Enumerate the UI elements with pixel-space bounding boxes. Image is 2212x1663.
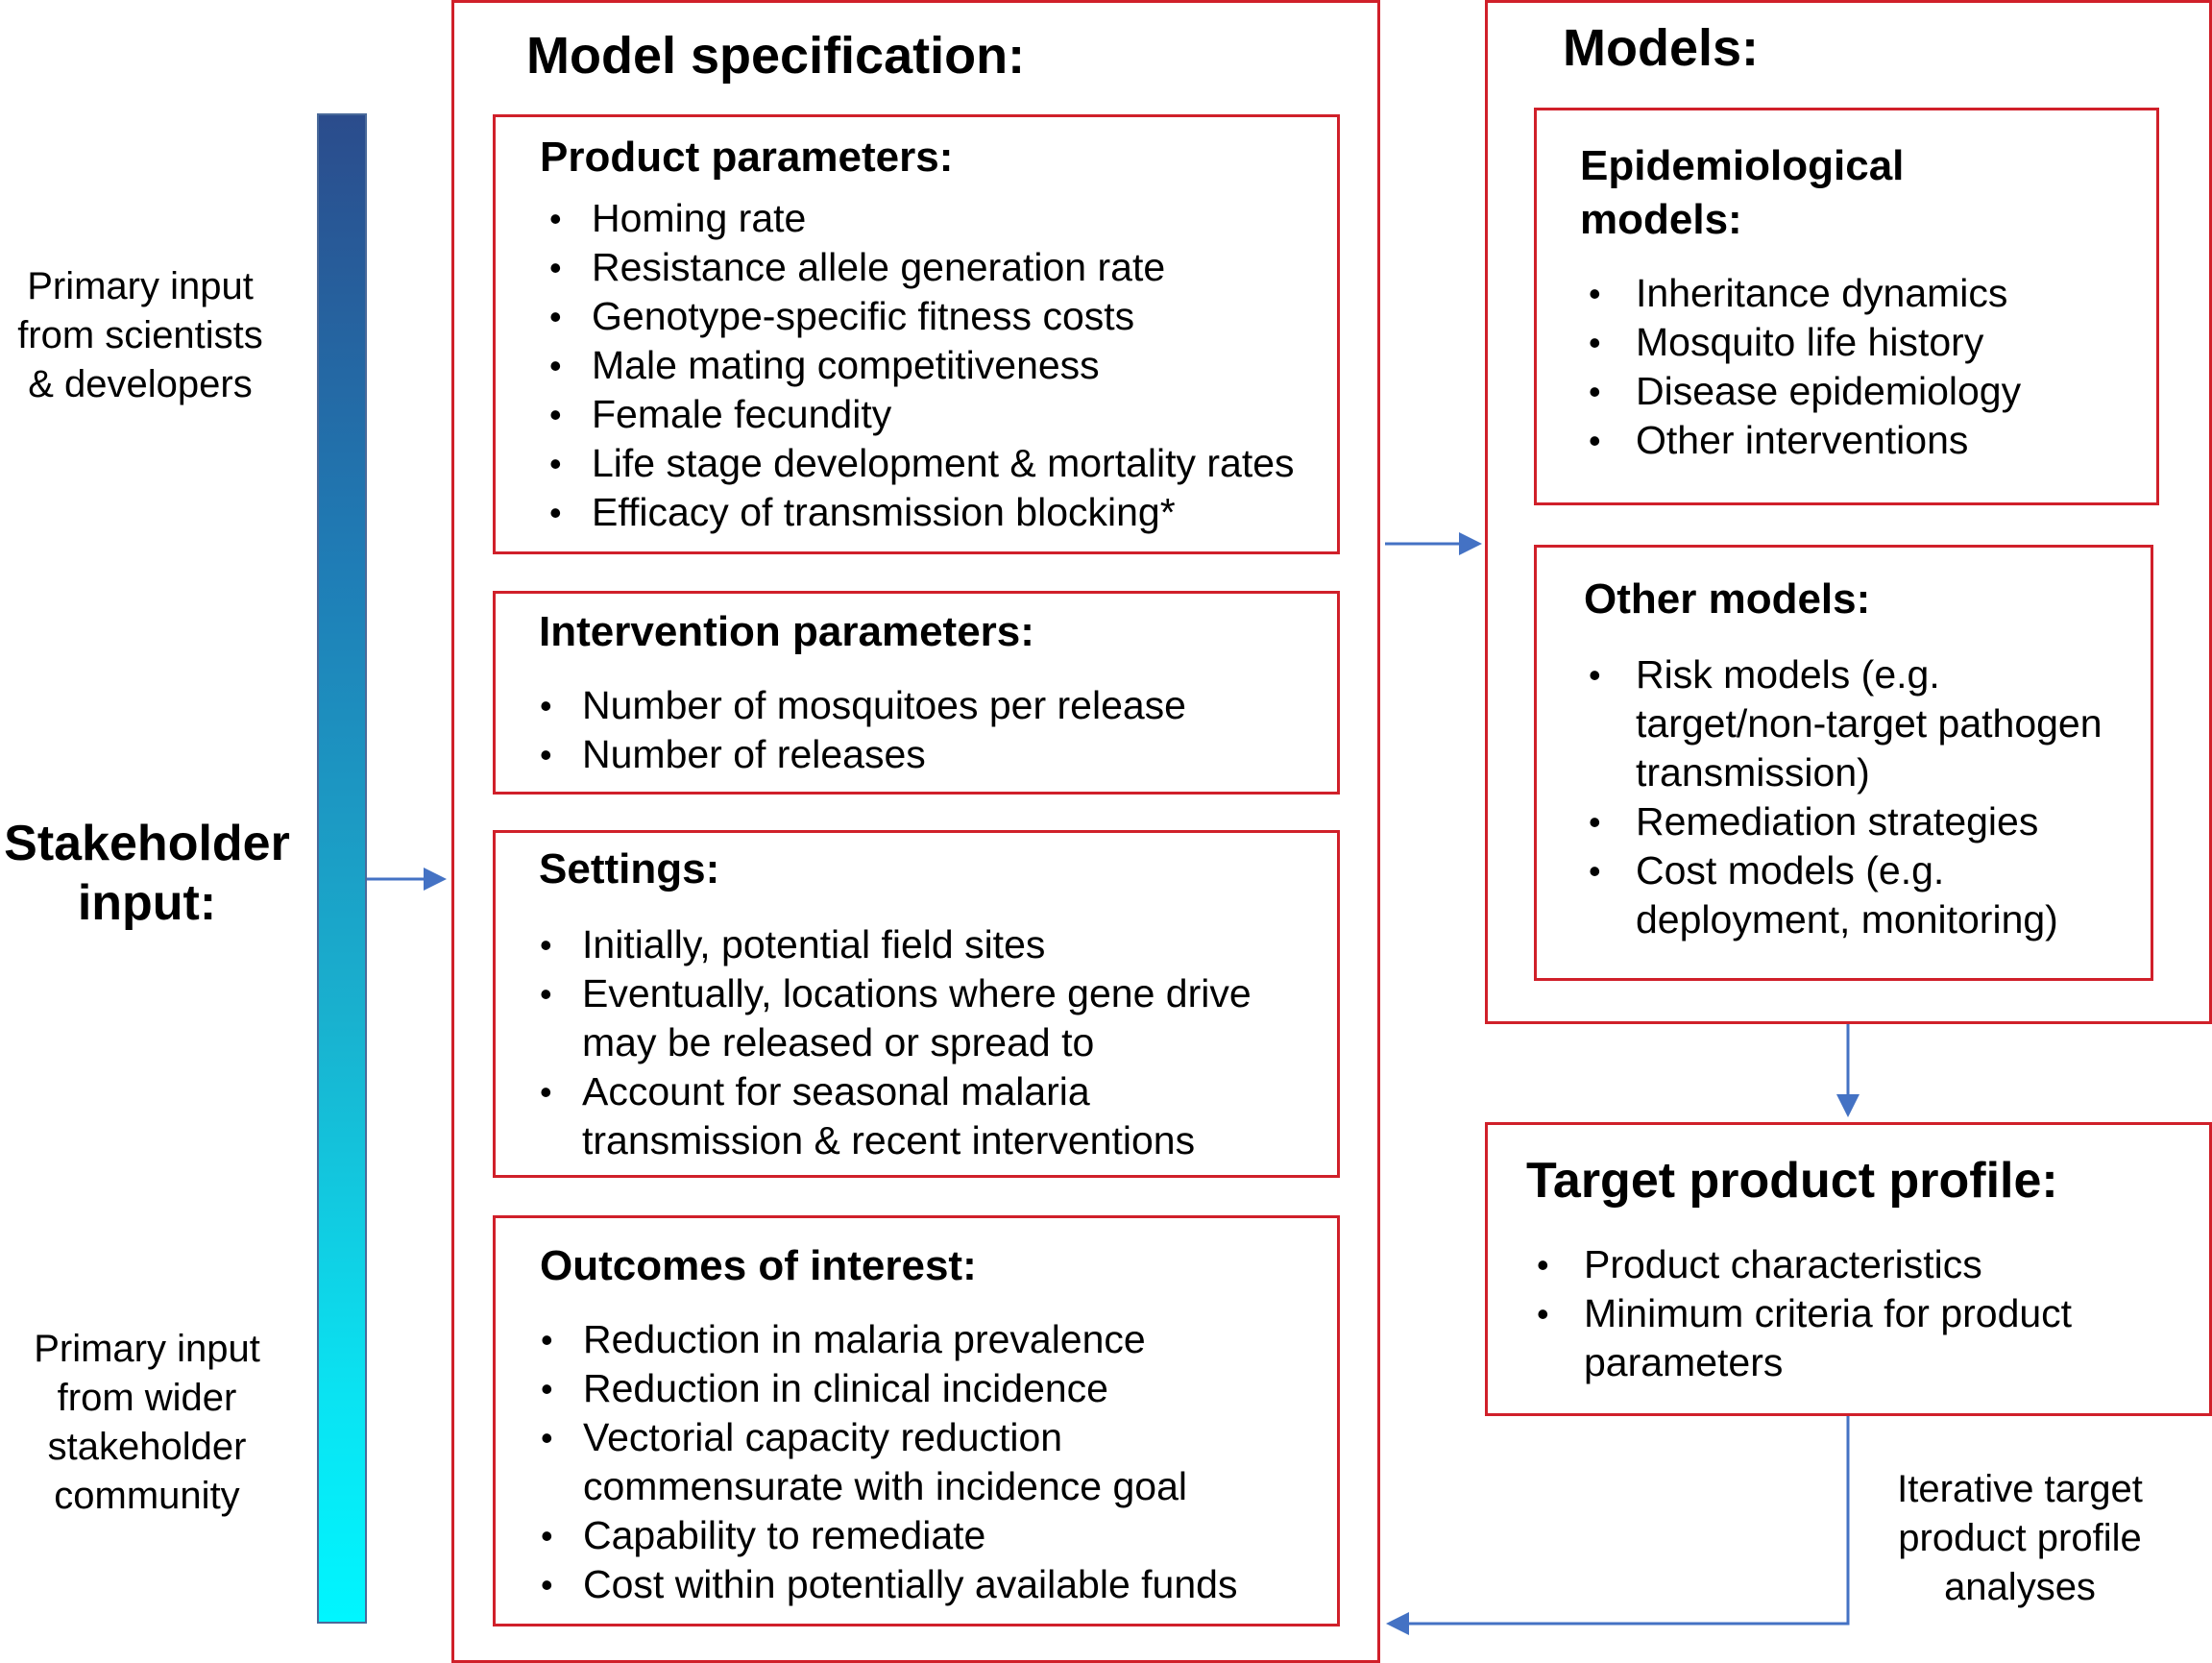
- stakeholder-title-line: input:: [77, 875, 217, 931]
- list-item: Capability to remediate: [487, 1511, 1237, 1560]
- list-item: Initially, potential field sites: [486, 920, 1252, 969]
- list-item-line: target/non-target pathogen: [1636, 701, 2103, 746]
- outcomes-box: Outcomes of interest: Reduction in malar…: [493, 1215, 1340, 1626]
- list-item-line: Initially, potential field sites: [582, 922, 1046, 966]
- list-item: Cost within potentially available funds: [487, 1560, 1237, 1609]
- intervention-parameters-list: Number of mosquitoes per release Number …: [486, 681, 1186, 779]
- list-item: Disease epidemiology: [1535, 367, 2021, 416]
- list-item-line: Remediation strategies: [1636, 799, 2039, 844]
- outcomes-list: Reduction in malaria prevalence Reductio…: [487, 1315, 1237, 1609]
- title-line: Epidemiological: [1580, 142, 1905, 189]
- list-item-line: Capability to remediate: [583, 1513, 986, 1557]
- scientists-input-note: Primary input from scientists & develope…: [0, 262, 280, 409]
- settings-title: Settings:: [539, 845, 720, 893]
- models-title: Models:: [1563, 19, 1760, 77]
- note-line: community: [54, 1475, 240, 1517]
- product-parameters-box: Product parameters: Homing rate Resistan…: [493, 114, 1340, 554]
- epidemiological-models-list: Inheritance dynamics Mosquito life histo…: [1535, 269, 2021, 465]
- list-item: Product characteristics: [1483, 1240, 2072, 1289]
- note-line: from scientists: [17, 314, 263, 356]
- product-parameters-list: Homing rate Resistance allele generation…: [496, 194, 1295, 537]
- tpp-feedback-arrow: [1386, 1416, 1850, 1635]
- list-item-line: Reduction in clinical incidence: [583, 1366, 1108, 1410]
- wider-community-note: Primary input from wider stakeholder com…: [0, 1325, 294, 1521]
- product-parameters-title: Product parameters:: [540, 134, 954, 181]
- list-item: Homing rate: [496, 194, 1295, 243]
- list-item: Mosquito life history: [1535, 318, 2021, 367]
- target-product-profile-title: Target product profile:: [1526, 1153, 2058, 1209]
- list-item: Risk models (e.g. target/non-target path…: [1535, 650, 2103, 797]
- list-item-line: commensurate with incidence goal: [583, 1464, 1187, 1508]
- list-item: Female fecundity: [496, 390, 1295, 439]
- list-item-line: Reduction in malaria prevalence: [583, 1317, 1146, 1361]
- list-item-line: Product characteristics: [1584, 1242, 1982, 1286]
- stakeholder-input-title: Stakeholder input:: [0, 814, 294, 933]
- list-item: Number of mosquitoes per release: [486, 681, 1186, 730]
- stakeholder-title-line: Stakeholder: [4, 816, 290, 871]
- list-item: Other interventions: [1535, 416, 2021, 465]
- list-item: Reduction in clinical incidence: [487, 1364, 1237, 1413]
- list-item: Reduction in malaria prevalence: [487, 1315, 1237, 1364]
- note-line: Iterative target: [1897, 1468, 2143, 1510]
- note-line: Primary input: [34, 1328, 260, 1370]
- epidemiological-models-title: Epidemiological models:: [1580, 139, 1904, 247]
- list-item-line: transmission): [1636, 750, 1870, 795]
- list-item-line: parameters: [1584, 1340, 1784, 1384]
- target-product-profile-list: Product characteristics Minimum criteria…: [1483, 1240, 2072, 1387]
- list-item: Vectorial capacity reduction commensurat…: [487, 1413, 1237, 1511]
- list-item-line: transmission & recent interventions: [582, 1118, 1196, 1162]
- target-product-profile-box: Target product profile: Product characte…: [1485, 1122, 2212, 1416]
- model-specification-title: Model specification:: [526, 27, 1026, 85]
- iterative-analyses-note: Iterative target product profile analyse…: [1861, 1465, 2178, 1612]
- list-item-line: Cost models (e.g.: [1636, 848, 1945, 893]
- input-gradient-bar: [317, 113, 367, 1624]
- note-line: & developers: [28, 363, 253, 405]
- intervention-parameters-box: Intervention parameters: Number of mosqu…: [493, 591, 1340, 795]
- list-item-line: Risk models (e.g.: [1636, 652, 1940, 697]
- intervention-parameters-title: Intervention parameters:: [539, 608, 1034, 655]
- list-item: Minimum criteria for product parameters: [1483, 1289, 2072, 1387]
- list-item-line: Cost within potentially available funds: [583, 1562, 1238, 1606]
- other-models-title: Other models:: [1584, 575, 1871, 623]
- settings-list: Initially, potential field sites Eventua…: [486, 920, 1252, 1165]
- list-item: Remediation strategies: [1535, 797, 2103, 846]
- list-item: Eventually, locations where gene drive m…: [486, 969, 1252, 1067]
- list-item: Number of releases: [486, 730, 1186, 779]
- note-line: product profile: [1898, 1517, 2142, 1559]
- settings-box: Settings: Initially, potential field sit…: [493, 830, 1340, 1178]
- note-line: Primary input: [27, 265, 254, 307]
- list-item-line: may be released or spread to: [582, 1020, 1095, 1064]
- epidemiological-models-box: Epidemiological models: Inheritance dyna…: [1534, 108, 2159, 505]
- outcomes-title: Outcomes of interest:: [540, 1242, 977, 1289]
- list-item: Cost models (e.g. deployment, monitoring…: [1535, 846, 2103, 944]
- other-models-box: Other models: Risk models (e.g. target/n…: [1534, 545, 2153, 981]
- note-line: from wider: [57, 1377, 237, 1419]
- list-item-line: deployment, monitoring): [1636, 897, 2058, 942]
- list-item-line: Minimum criteria for product: [1584, 1291, 2073, 1335]
- list-item: Resistance allele generation rate: [496, 243, 1295, 292]
- list-item: Life stage development & mortality rates: [496, 439, 1295, 488]
- list-item-line: Account for seasonal malaria: [582, 1069, 1090, 1113]
- list-item-line: Eventually, locations where gene drive: [582, 971, 1252, 1015]
- title-line: models:: [1580, 196, 1742, 243]
- other-models-list: Risk models (e.g. target/non-target path…: [1535, 650, 2103, 944]
- note-line: stakeholder: [47, 1426, 247, 1468]
- list-item: Account for seasonal malaria transmissio…: [486, 1067, 1252, 1165]
- model-specification-box: [451, 0, 1380, 1663]
- list-item: Efficacy of transmission blocking*: [496, 488, 1295, 537]
- list-item-line: Vectorial capacity reduction: [583, 1415, 1063, 1459]
- list-item: Inheritance dynamics: [1535, 269, 2021, 318]
- models-box: [1485, 0, 2212, 1024]
- list-item: Male mating competitiveness: [496, 341, 1295, 390]
- list-item: Genotype-specific fitness costs: [496, 292, 1295, 341]
- note-line: analyses: [1944, 1566, 2096, 1608]
